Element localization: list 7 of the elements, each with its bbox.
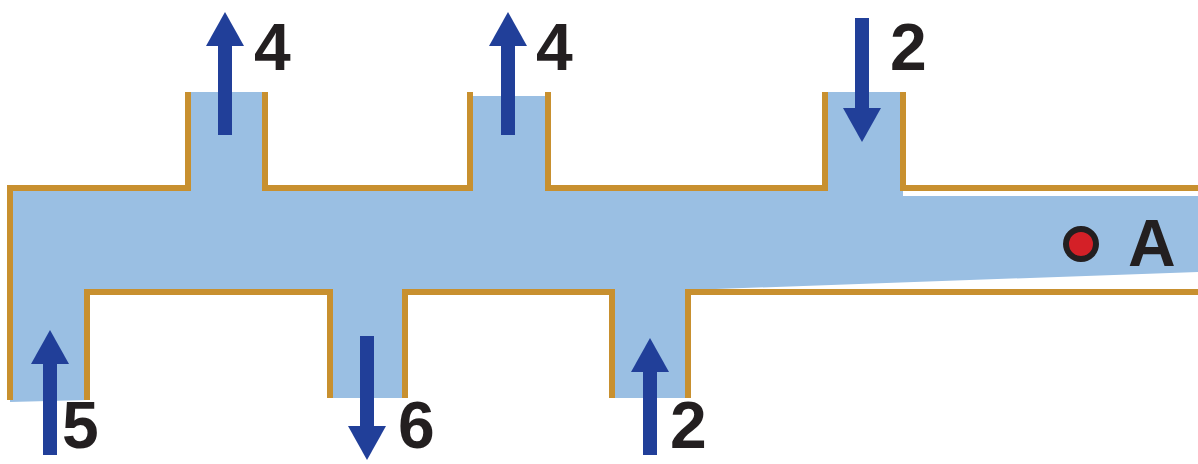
flow-label: A (1128, 210, 1176, 276)
flow-label: 2 (890, 14, 927, 80)
flow-label: 6 (398, 392, 435, 458)
flow-label: 4 (254, 14, 291, 80)
flow-label: 2 (670, 392, 707, 458)
flow-label: 4 (536, 14, 573, 80)
flow-label: 5 (62, 392, 99, 458)
